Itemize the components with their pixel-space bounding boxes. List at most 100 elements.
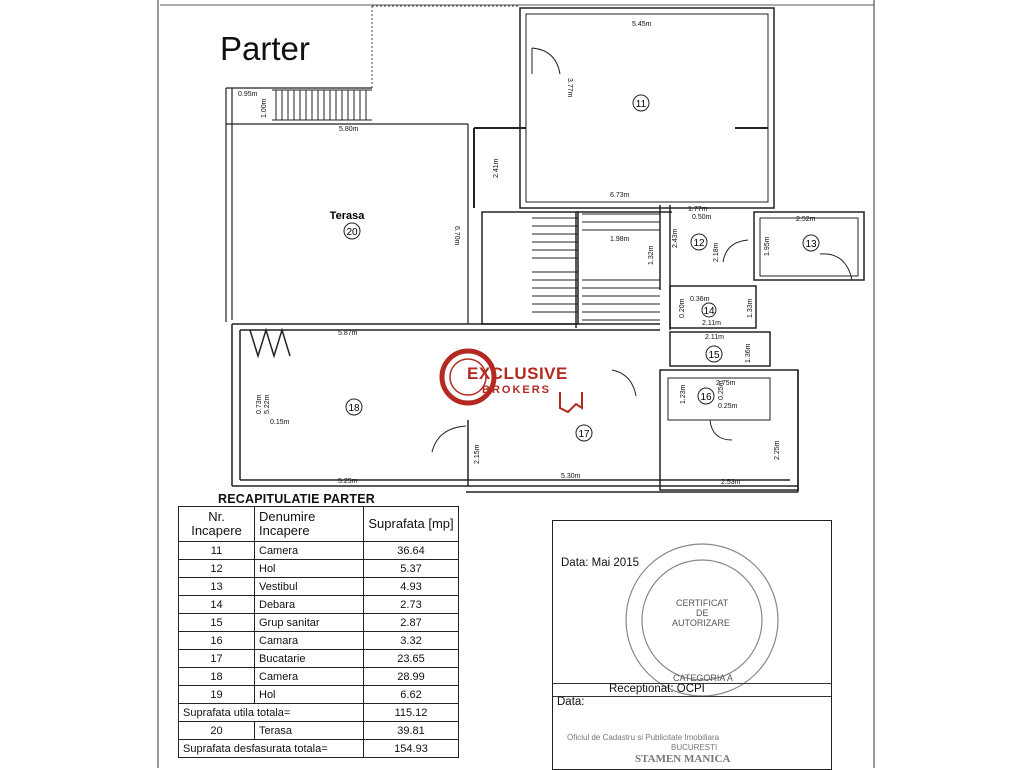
- stamp-cert-1: CERTIFICAT: [676, 598, 729, 608]
- svg-text:5.80m: 5.80m: [339, 126, 359, 133]
- folding-door: [249, 327, 291, 359]
- svg-text:0.36m: 0.36m: [690, 296, 710, 303]
- header-name: Denumire Incapere: [254, 506, 364, 542]
- terrace-walls: [225, 87, 469, 324]
- table-header-row: Nr. Incapere Denumire Incapere Suprafata…: [178, 506, 459, 542]
- stairs-center: [532, 213, 660, 321]
- built-area-value: 154.93: [363, 739, 459, 758]
- svg-text:5.25m: 5.25m: [338, 478, 358, 485]
- room-17-marker: [575, 424, 593, 442]
- stairs-top: [272, 89, 372, 121]
- svg-text:0.25m: 0.25m: [718, 403, 738, 410]
- svg-text:2.41m: 2.41m: [493, 158, 500, 178]
- built-area-label: Suprafata desfasurata totala=: [178, 739, 364, 758]
- room-18-label: 18: [348, 403, 360, 414]
- svg-text:2.11m: 2.11m: [702, 320, 721, 327]
- room-20-label: 20: [346, 227, 358, 238]
- hall-walls: [481, 205, 672, 330]
- svg-text:2.75m: 2.75m: [716, 380, 736, 387]
- svg-text:2.52m: 2.52m: [796, 216, 816, 223]
- svg-text:0.50m: 0.50m: [692, 214, 712, 221]
- built-area-row: Suprafata desfasurata totala=154.93: [178, 739, 459, 758]
- header-area: Suprafata [mp]: [363, 506, 459, 542]
- stamp-date: Data: Mai 2015: [561, 557, 639, 569]
- svg-text:2.15m: 2.15m: [474, 444, 481, 464]
- room-13-marker: [802, 234, 820, 252]
- room-15-marker: [705, 345, 723, 363]
- svg-text:3.77m: 3.77m: [566, 78, 573, 98]
- authorization-stamp: Data: Mai 2015 CERTIFICAT DE AUTORIZARE …: [552, 520, 832, 770]
- stamp-city: BUCURESTI: [671, 743, 718, 752]
- svg-text:6.73m: 6.73m: [610, 192, 630, 199]
- useful-area-label: Suprafata utila totala=: [178, 703, 364, 722]
- room-17-label: 17: [578, 429, 590, 440]
- svg-text:1.77m: 1.77m: [688, 206, 708, 213]
- svg-text:1.00m: 1.00m: [261, 98, 268, 118]
- door-arc-18: [431, 425, 467, 453]
- header-nr: Nr. Incapere: [178, 506, 255, 542]
- recap-table: Nr. Incapere Denumire Incapere Suprafata…: [178, 506, 459, 758]
- useful-area-row: Suprafata utila totala=115.12: [178, 703, 459, 722]
- stamp-category: CATEGORIA A: [673, 673, 733, 683]
- door-arc-16: [709, 419, 733, 441]
- room-14-label: 14: [703, 306, 715, 317]
- room-11-label: 11: [636, 99, 647, 110]
- rooms-right-walls: [659, 211, 865, 491]
- svg-text:6.70m: 6.70m: [453, 226, 460, 246]
- room-11-walls: [473, 7, 775, 209]
- stamp-name: STAMEN MANICA: [635, 753, 731, 765]
- room-18-17-walls: [231, 323, 799, 493]
- stamp-cert-3: AUTORIZARE: [672, 618, 730, 628]
- svg-text:2.25m: 2.25m: [774, 440, 781, 460]
- svg-text:0.15m: 0.15m: [270, 419, 290, 426]
- door-arc-hall: [611, 369, 637, 397]
- door-arc-12: [722, 239, 749, 263]
- svg-text:1.33m: 1.33m: [747, 298, 754, 318]
- room-20-marker: [343, 222, 361, 240]
- exclusive-brokers-logo-icon: [439, 348, 583, 414]
- room-18-marker: [345, 398, 363, 416]
- svg-text:0.95m: 0.95m: [238, 91, 258, 98]
- svg-text:5.22m: 5.22m: [264, 394, 271, 414]
- stamp-received: Receptionat: OCPI: [609, 683, 705, 695]
- svg-text:1.23m: 1.23m: [680, 384, 687, 404]
- svg-text:1.32m: 1.32m: [648, 245, 655, 265]
- svg-text:0.73m: 0.73m: [256, 394, 263, 414]
- room-14-marker: [701, 302, 717, 318]
- door-arc-13: [819, 253, 853, 281]
- svg-text:5.45m: 5.45m: [632, 21, 652, 28]
- svg-text:0.20m: 0.20m: [679, 298, 686, 318]
- stamp-date2: Data:: [557, 696, 585, 708]
- svg-text:0.25m: 0.25m: [718, 380, 725, 400]
- room-16-marker: [697, 387, 715, 405]
- svg-text:1.36m: 1.36m: [745, 343, 752, 363]
- recap-title: RECAPITULATIE PARTER: [218, 492, 376, 506]
- room-13-label: 13: [805, 239, 817, 250]
- svg-text:1.98m: 1.98m: [610, 236, 630, 243]
- room-16-label: 16: [700, 392, 712, 403]
- room-12-label: 12: [693, 238, 705, 249]
- room-12-marker: [690, 233, 708, 251]
- stamp-cert-2: DE: [696, 608, 709, 618]
- svg-text:2.43m: 2.43m: [672, 228, 679, 248]
- room-11-marker: [632, 94, 650, 112]
- svg-text:5.30m: 5.30m: [561, 473, 581, 480]
- svg-text:2.18m: 2.18m: [713, 242, 720, 262]
- svg-text:1.95m: 1.95m: [764, 236, 771, 256]
- door-arc-11: [531, 47, 561, 75]
- stamp-office: Oficiul de Cadastru si Publicitate Imobi…: [567, 733, 720, 742]
- svg-text:2.53m: 2.53m: [721, 479, 741, 486]
- logo-line2: BROKERS: [482, 384, 552, 396]
- svg-text:5.87m: 5.87m: [338, 330, 358, 337]
- terrace-label: Terasa: [330, 210, 366, 222]
